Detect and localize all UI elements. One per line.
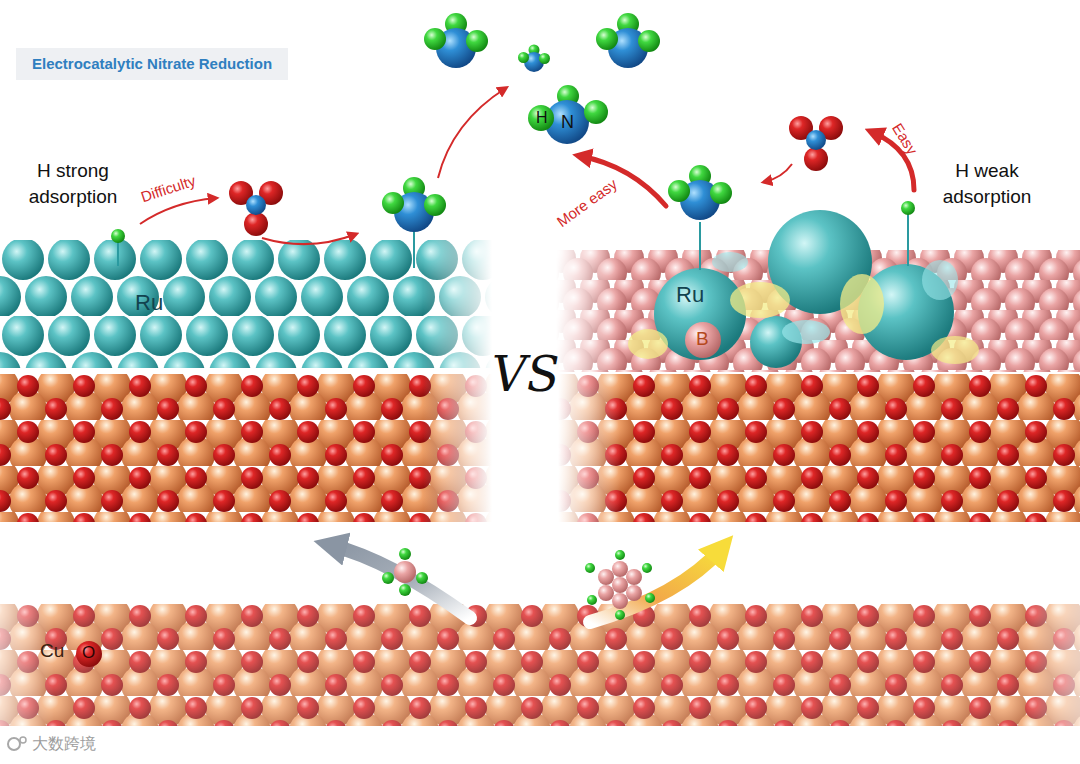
rub-slab	[556, 210, 1080, 372]
step-label: Difficulty	[139, 172, 198, 207]
versus-mark: VS	[492, 350, 560, 398]
left-reaction	[111, 88, 506, 268]
ammonia-products	[424, 13, 660, 144]
ru-slab	[0, 240, 492, 368]
watermark-logo	[8, 737, 26, 750]
element-label: Cu	[40, 640, 64, 663]
atom-label: N	[561, 112, 574, 134]
right-reaction	[580, 116, 915, 270]
bh4-molecule	[382, 548, 428, 596]
adsorption-label: H strong adsorption	[14, 158, 132, 210]
watermark: 大数跨境	[32, 734, 96, 753]
element-label: Ru	[135, 290, 163, 316]
b-cluster	[585, 550, 655, 620]
element-label: B	[696, 328, 709, 351]
element-label: Ru	[676, 282, 704, 308]
atom-label: H	[536, 108, 548, 127]
adsorption-label: H weak adsorption	[928, 158, 1046, 210]
element-label: O	[82, 643, 95, 663]
bottom-cuo-slab	[0, 604, 1080, 726]
step-label: More easy	[553, 175, 620, 231]
synthesis-arrows	[330, 545, 722, 622]
step-label: Easy	[888, 120, 921, 158]
figure-title: Electrocatalytic Nitrate Reduction	[16, 48, 288, 80]
